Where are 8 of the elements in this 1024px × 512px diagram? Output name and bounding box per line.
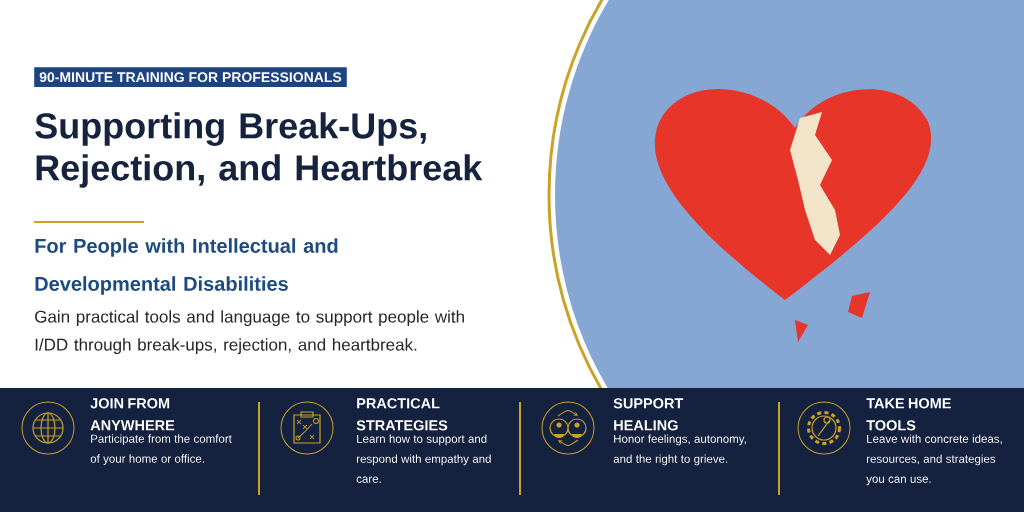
description: Gain practical tools and language to support people with I/DD through break-ups, rejection, and heartbreak. bbox=[35, 310, 464, 355]
title-badge: 90-MINUTE TRAINING FOR PROFESSIONALS bbox=[34, 67, 347, 88]
feature-item: SUPPORT HEALING Honor feelings, autonomy, and the right to grieve. bbox=[613, 398, 746, 466]
feature-item: TAKE HOME TOOLS Leave with concrete ideas, resources, and strategies you can use. bbox=[866, 398, 1002, 486]
feature-item: PRACTICAL STRATEGIES Learn how to support and respond with empathy and care. bbox=[356, 398, 491, 483]
subtitle: For People with Intellectual and Developmental Disabilities bbox=[35, 238, 338, 295]
feature-item: JOIN FROM ANYWHERE Participate from the comfort of your home or office. bbox=[90, 398, 232, 466]
heading: Supporting Break-Ups, Rejection, and Heartbreak bbox=[35, 112, 483, 188]
